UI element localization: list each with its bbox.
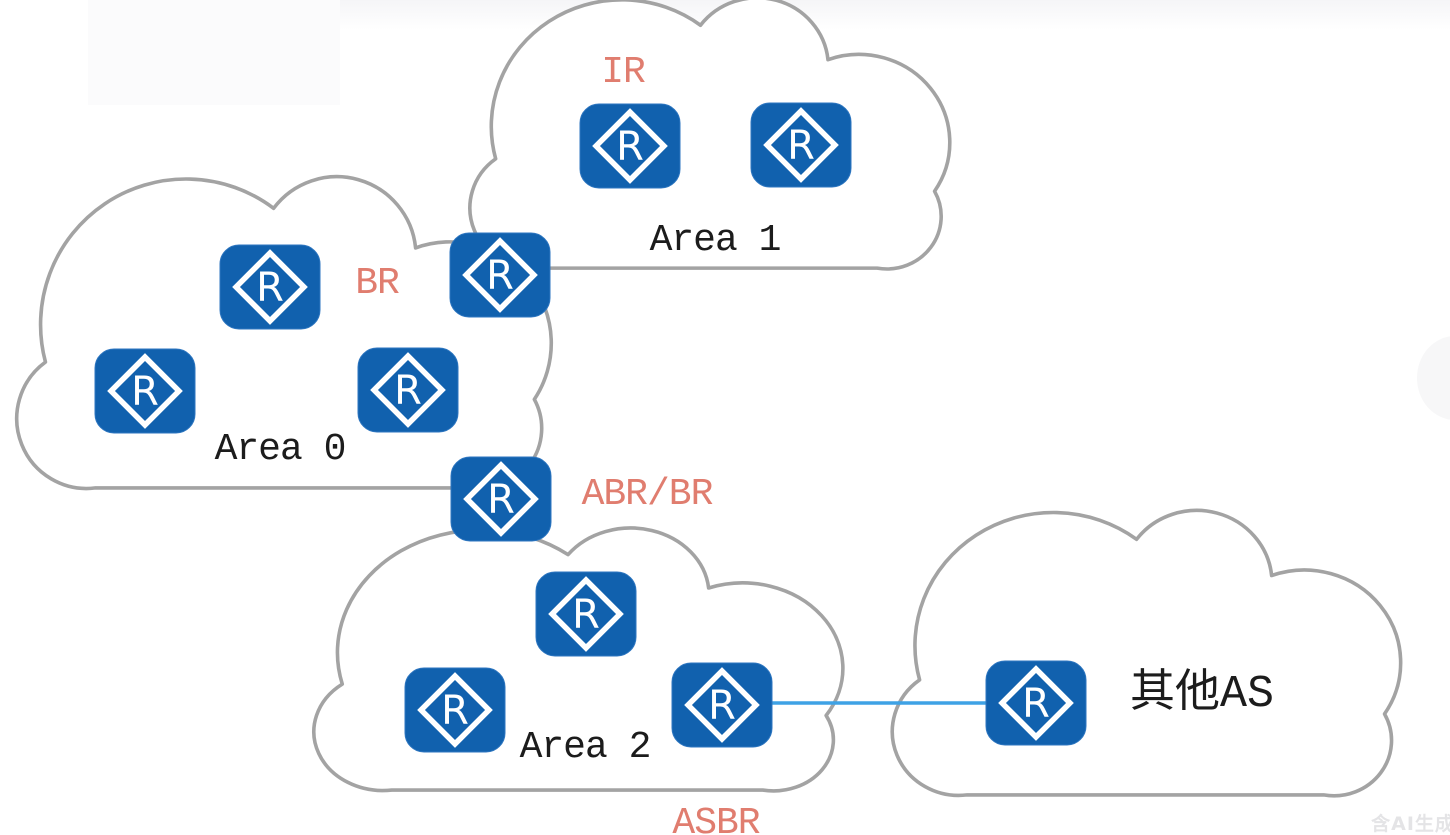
role-label-abr-br: ABR/BR <box>582 473 713 516</box>
ai-watermark: 含AI生成 <box>1371 812 1450 835</box>
router-body <box>985 660 1087 746</box>
background-artifact-top-left <box>88 0 340 105</box>
router-body <box>535 571 637 657</box>
router-body <box>671 662 773 748</box>
router-body <box>219 244 321 330</box>
role-label-ir: IR <box>601 51 645 94</box>
router-glyph: R <box>486 253 514 299</box>
router-icon-abr-br: R <box>450 456 552 542</box>
router-body <box>94 348 196 434</box>
router-diamond <box>463 461 539 537</box>
router-body <box>404 667 506 753</box>
router-glyph: R <box>394 368 422 414</box>
router-diamond <box>684 667 760 743</box>
router-glyph: R <box>256 265 284 311</box>
router-glyph: R <box>616 124 644 170</box>
router-icon-area2-top: R <box>535 571 637 657</box>
router-diamond <box>417 672 493 748</box>
router-body <box>750 102 852 188</box>
router-diamond <box>462 237 538 313</box>
router-diamond <box>107 353 183 429</box>
router-icon-br: R <box>449 232 551 318</box>
router-glyph: R <box>572 592 600 638</box>
router-icon-area2-left: R <box>404 667 506 753</box>
router-diamond <box>232 249 308 325</box>
cloud-other-as <box>892 510 1400 795</box>
router-glyph: R <box>487 477 515 523</box>
router-diamond <box>763 107 839 183</box>
router-diamond <box>548 576 624 652</box>
router-body <box>449 232 551 318</box>
router-icon-area1-left: R <box>579 103 681 189</box>
router-icon-area0-top: R <box>219 244 321 330</box>
router-icon-other-as: R <box>985 660 1087 746</box>
router-glyph: R <box>131 369 159 415</box>
router-body <box>450 456 552 542</box>
router-glyph: R <box>787 123 815 169</box>
router-diamond <box>998 665 1074 741</box>
router-body <box>579 103 681 189</box>
router-glyph: R <box>441 688 469 734</box>
router-icon-asbr: R <box>671 662 773 748</box>
router-glyph: R <box>708 683 736 729</box>
background-artifact-right-edge <box>1417 336 1450 420</box>
role-label-asbr: ASBR <box>672 802 759 835</box>
role-label-br: BR <box>355 262 399 305</box>
router-glyph: R <box>1022 681 1050 727</box>
router-diamond <box>592 108 668 184</box>
router-body <box>357 347 459 433</box>
area-2-label: Area 2 <box>520 726 651 769</box>
cloud-area-1 <box>470 0 950 269</box>
router-icon-area1-right: R <box>750 102 852 188</box>
area-0-label: Area 0 <box>215 428 346 471</box>
router-icon-area0-left: R <box>94 348 196 434</box>
area-1-label: Area 1 <box>650 219 781 262</box>
other-as-label: 其他AS <box>1130 667 1274 720</box>
router-icon-area0-right: R <box>357 347 459 433</box>
router-diamond <box>370 352 446 428</box>
